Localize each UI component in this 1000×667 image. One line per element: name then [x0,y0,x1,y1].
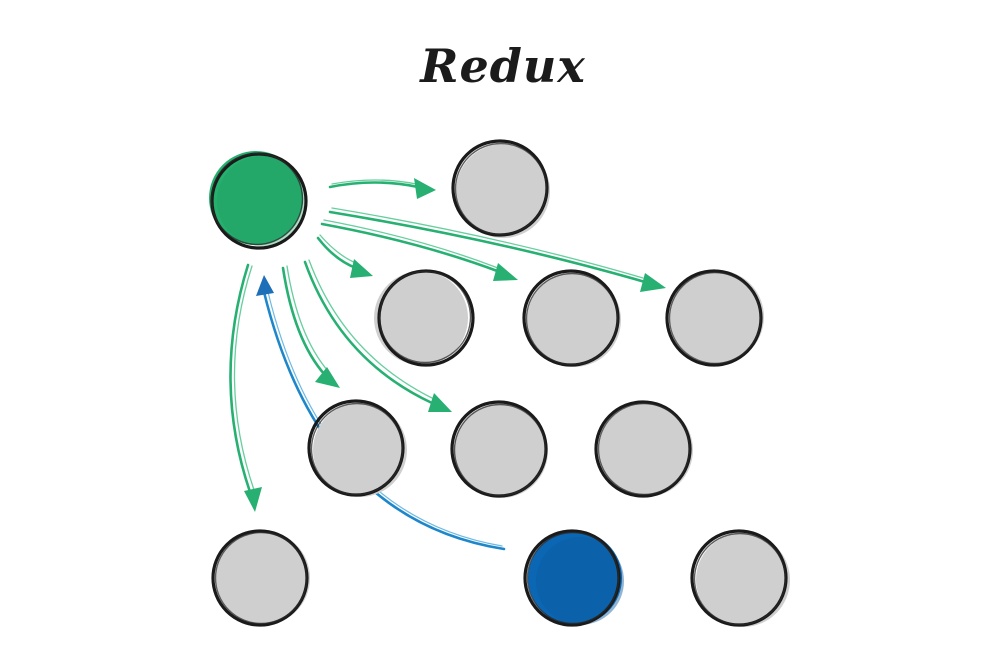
nodes-layer [209,139,790,627]
edge-store-to-c5 [281,265,340,388]
component-node-c5 [307,399,407,497]
component-node-c4 [665,269,764,367]
component-node-c7 [594,400,693,498]
edges-layer [229,178,666,551]
component-node-c2 [374,269,475,367]
arrowhead-c4 [640,273,666,292]
arrowhead-c2 [350,259,373,278]
arrowhead-c3 [493,263,518,281]
arrowhead-c8 [244,487,262,512]
edge-store-to-c2 [316,234,373,278]
diagram-title: Redux [418,39,586,93]
arrowhead-c1 [414,178,436,199]
store-node [209,151,308,250]
component-node-c3 [522,269,621,367]
component-node-c9 [690,529,790,627]
dispatcher-node [523,529,624,627]
component-node-c1 [451,139,550,238]
component-node-c8 [211,529,310,627]
arrowhead-c5 [315,367,340,388]
edge-store-to-c8 [229,263,262,512]
arrowhead-c6 [428,393,452,412]
arrowhead-store [256,275,274,296]
component-node-c6 [450,400,548,498]
edge-store-to-c6 [303,259,452,412]
edge-store-to-c4 [328,207,666,292]
edge-store-to-c3 [320,219,518,281]
edge-store-to-c1 [328,178,436,199]
